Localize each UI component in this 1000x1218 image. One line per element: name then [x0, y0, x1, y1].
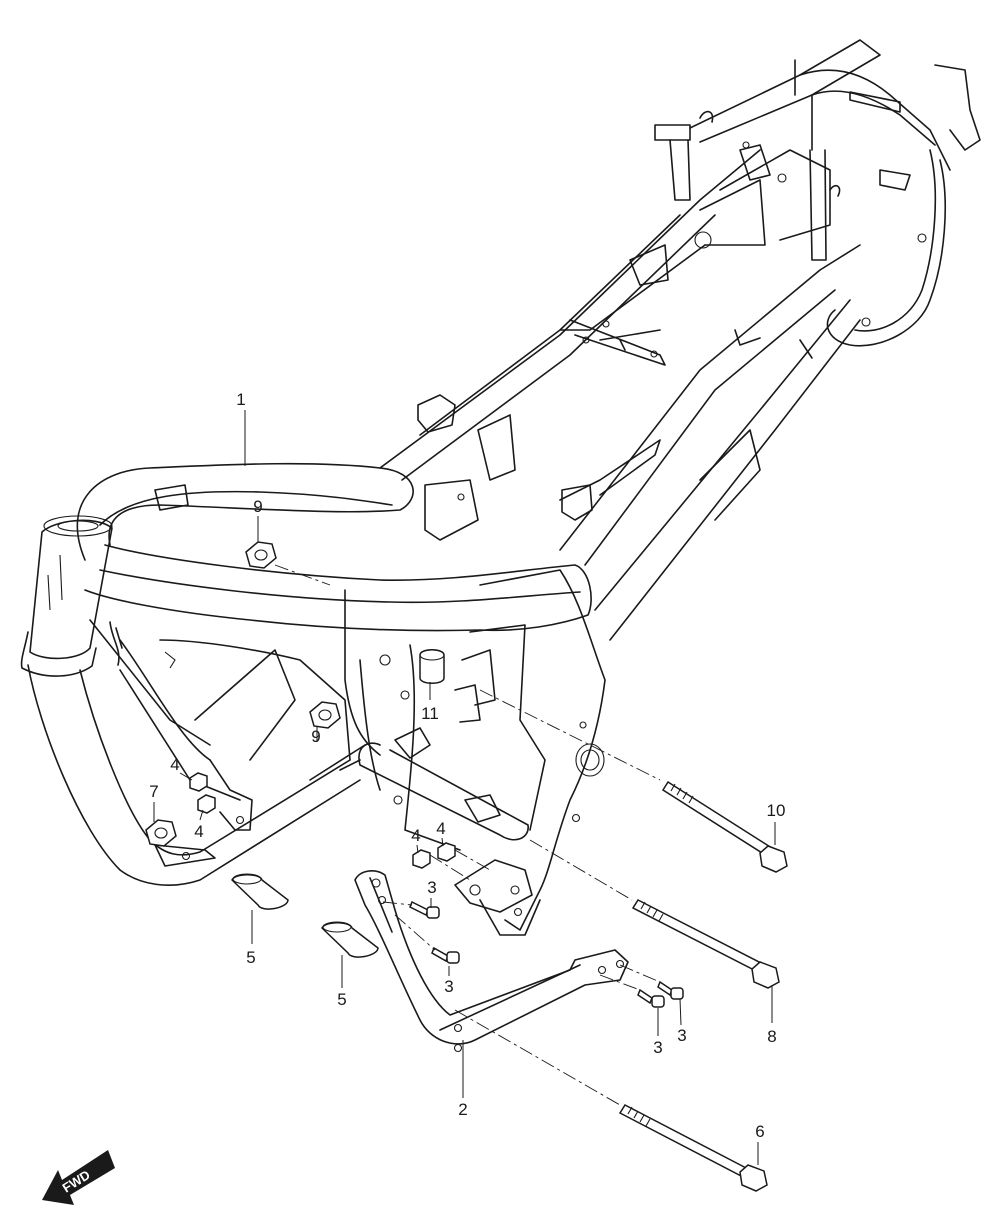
callout-6: 6: [755, 1122, 764, 1141]
engine-hanger: [354, 870, 629, 1053]
callout-7: 7: [149, 782, 158, 801]
callout-8: 8: [767, 1027, 776, 1046]
callout-labels: 1 2 3 3 3 3 3 4 4 4 4 5 5 6 7 8 9 9 10 1…: [149, 390, 786, 1141]
callout-3: 3: [444, 977, 453, 996]
callout-3: 3: [427, 878, 436, 897]
callout-4: 4: [170, 755, 179, 774]
callout-4: 4: [194, 822, 203, 841]
pivot-plate: [309, 569, 606, 936]
callout-3: 3: [653, 1038, 662, 1057]
callout-11: 11: [421, 704, 439, 723]
callout-10: 10: [767, 801, 786, 820]
main-frame: [379, 149, 861, 641]
callout-3: 3: [677, 1026, 686, 1045]
callout-2: 2: [458, 1100, 467, 1119]
callout-4: 4: [411, 826, 420, 845]
hardware: [145, 541, 788, 1192]
callout-4: 4: [436, 819, 445, 838]
callout-5: 5: [246, 948, 255, 967]
callout-5: 5: [337, 990, 346, 1009]
front-frame-loop: [20, 462, 592, 886]
fwd-arrow-icon: FWD: [42, 1150, 115, 1205]
callout-9: 9: [311, 727, 320, 746]
callout-9: 9: [253, 497, 262, 516]
leader-lines: [153, 410, 776, 1165]
assembly-lines: [274, 564, 661, 1106]
rear-subframe: [654, 39, 981, 347]
callout-1: 1: [236, 390, 245, 409]
